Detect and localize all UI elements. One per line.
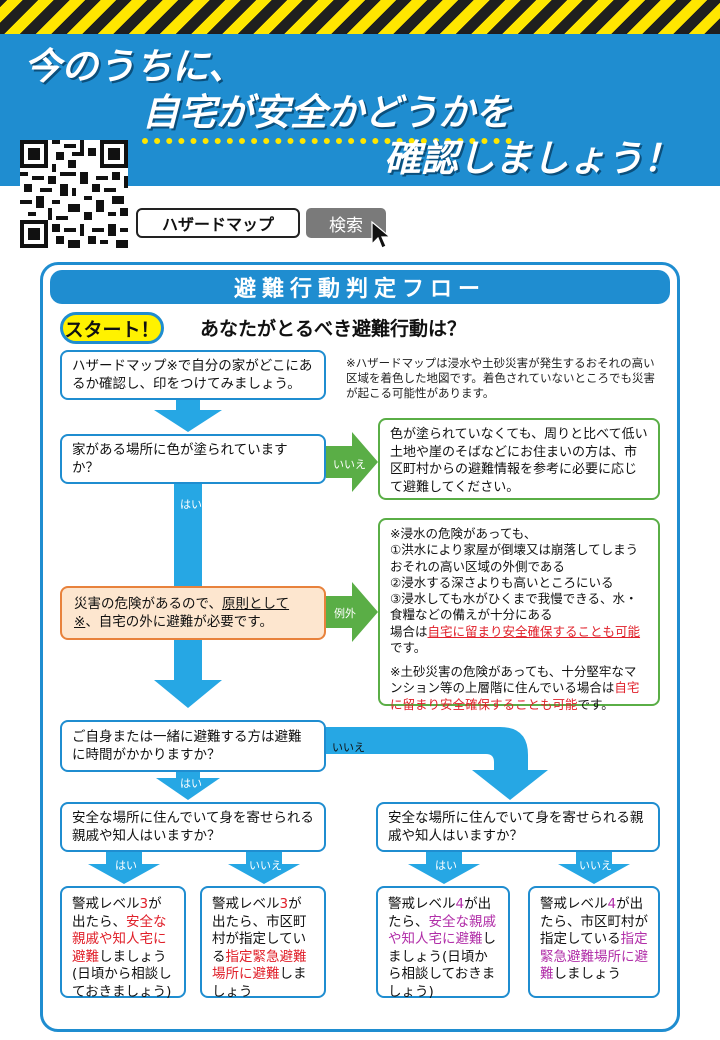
step1-box: ハザードマップ※で自分の家がどこにあるか確認し、印をつけてみましょう。 xyxy=(60,350,326,400)
start-badge: スタート！ xyxy=(60,312,164,344)
qr-code[interactable] xyxy=(20,140,128,248)
flow-question: あなたがとるべき避難行動は？ xyxy=(200,318,467,340)
panel-title: 避難行動判定フロー xyxy=(50,270,670,304)
exception-case-end: です。 xyxy=(390,639,427,655)
step4-yes-label: はい xyxy=(180,777,202,790)
step5-right-no-label: いいえ xyxy=(579,859,612,872)
arrow-right-no xyxy=(558,852,630,884)
step5-right-yes-label: はい xyxy=(435,859,457,872)
exception-case-red: 自宅に留まり安全確保することも可能 xyxy=(427,623,641,639)
result-1-highlight: 安全な親戚や知人宅に避難 xyxy=(72,913,167,965)
exception-case-a: 場合は xyxy=(390,623,428,639)
arrow-down-2 xyxy=(174,484,202,586)
step3-box: 災害の危険があるので、原則として※、自宅の外に避難が必要です。 xyxy=(60,586,326,640)
result-3-b: が出たら、 xyxy=(388,896,492,930)
arrow-down-1 xyxy=(154,400,222,432)
result-3-level: 4 xyxy=(455,896,465,912)
result-2-b: が出たら、市区町村が指定している xyxy=(212,896,307,965)
exception-intro: ※浸水の危険があっても、 xyxy=(390,526,537,541)
exception-item-2: ②浸水する深さよりも高いところにいる xyxy=(390,574,614,590)
headline-line-3: 確認しましょう！ xyxy=(384,137,680,180)
step2-no-result-text: 色が塗られていなくても、周りと比べて低い土地や崖のそばなどにお住まいの方は、市区… xyxy=(390,427,648,495)
exception-item-1: ①洪水により家屋が倒壊又は崩落してしまうおそれの高い区域の外側である xyxy=(390,542,639,574)
step2-no-label: いいえ xyxy=(333,458,366,471)
step2-yes-label: はい xyxy=(180,498,202,511)
result-3-c: しましょう(日頃から相談しておきましょう) xyxy=(388,931,496,1000)
result-2-c: しましょう xyxy=(212,966,307,1000)
exception-landslide-end: です。 xyxy=(577,696,614,712)
result-level3-relatives: 警戒レベル3が出たら、安全な親戚や知人宅に避難しましょう(日頃から相談しておきま… xyxy=(60,886,186,1000)
result-3-highlight: 安全な親戚や知人宅に避難 xyxy=(388,913,496,948)
result-4-a: 警戒レベル xyxy=(540,896,608,912)
result-4-highlight: 指定緊急避難場所に避難 xyxy=(540,931,648,983)
step5-left-box: 安全な場所に住んでいて身を寄せられる親戚や知人はいますか？ xyxy=(60,802,326,852)
exception-landslide: ※土砂災害の危険があっても、十分堅牢なマンション等の上層階に住んでいる場合は自宅… xyxy=(390,664,648,713)
exception-label: 例外 xyxy=(334,607,356,620)
step5-right-text: 安全な場所に住んでいて身を寄せられる親戚や知人はいますか？ xyxy=(388,809,644,844)
exception-landslide-red: 自宅に留まり安全確保することも可能 xyxy=(390,680,640,712)
step5-left-yes-label: はい xyxy=(115,859,137,872)
exception-landslide-a: ※土砂災害の危険があっても、十分堅牢なマンション等の上層階に住んでいる場合は xyxy=(390,664,637,696)
result-1-a: 警戒レベル xyxy=(72,896,140,912)
hazard-map-note: ※ハザードマップは浸水や土砂災害が発生するおそれの高い区域を着色した地図です。着… xyxy=(346,356,656,400)
step2-box: 家がある場所に色が塗られていますか？ xyxy=(60,434,326,484)
result-4-level: 4 xyxy=(607,896,617,912)
search-input[interactable]: ハザードマップ xyxy=(136,208,300,238)
arrow-right-yes xyxy=(408,852,480,884)
mouse-cursor-icon xyxy=(371,220,392,249)
arrow-down-3 xyxy=(154,640,222,708)
result-4-c: しましょう xyxy=(553,966,622,983)
step4-no-label: いいえ xyxy=(332,741,365,754)
arrow-left-no xyxy=(228,852,300,884)
exception-item-3: ③浸水しても水がひくまで我慢できる、水・食糧などの備えが十分にある xyxy=(390,591,638,623)
headline-line-1: 今のうちに、 xyxy=(24,45,245,88)
result-1-c: しましょう(日頃から相談しておきましょう) xyxy=(72,948,172,1000)
arrow-green-exception xyxy=(326,582,378,642)
arrow-green-no xyxy=(326,432,378,492)
qr-code-graphic xyxy=(20,140,128,248)
step4-text: ご自身または一緒に避難する方は避難に時間がかかりますか？ xyxy=(72,728,302,763)
step1-text: ハザードマップ※で自分の家がどこにあるか確認し、印をつけてみましょう。 xyxy=(72,357,313,392)
step5-left-no-label: いいえ xyxy=(249,859,282,872)
result-level4-relatives: 警戒レベル4が出たら、安全な親戚や知人宅に避難しましょう(日頃から相談しておきま… xyxy=(376,886,510,1000)
step2-text: 家がある場所に色が塗られていますか？ xyxy=(72,441,288,476)
exception-box: ※浸水の危険があっても、 ①洪水により家屋が倒壊又は崩落してしまうおそれの高い区… xyxy=(378,518,660,712)
step4-box: ご自身または一緒に避難する方は避難に時間がかかりますか？ xyxy=(60,720,326,772)
result-4-b: が出たら、市区町村が指定している xyxy=(540,896,648,948)
step3-text: 災害の危険があるので、原則として※、自宅の外に避難が必要です。 xyxy=(74,595,312,631)
result-2-highlight: 指定緊急避難場所に避難 xyxy=(212,948,307,983)
exception-case: 場合は自宅に留まり安全確保することも可能です。 xyxy=(390,624,648,657)
step3-text-b: 原則として※ xyxy=(74,595,290,630)
step3-text-a: 災害の危険があるので、 xyxy=(74,595,222,612)
result-2-a: 警戒レベル xyxy=(212,896,280,912)
result-level4-shelter: 警戒レベル4が出たら、市区町村が指定している指定緊急避難場所に避難しましょう xyxy=(528,886,660,998)
result-level3-shelter: 警戒レベル3が出たら、市区町村が指定している指定緊急避難場所に避難しましょう xyxy=(200,886,326,1000)
arrow-left-yes xyxy=(88,852,160,884)
result-1-level: 3 xyxy=(139,896,149,912)
headline-line-2: 自宅が安全かどうかを xyxy=(142,82,512,144)
step2-no-result: 色が塗られていなくても、周りと比べて低い土地や崖のそばなどにお住まいの方は、市区… xyxy=(378,418,660,500)
step3-text-c: 、自宅の外に避難が必要です。 xyxy=(85,614,273,630)
step5-left-text: 安全な場所に住んでいて身を寄せられる親戚や知人はいますか？ xyxy=(72,809,314,844)
arrow-down-4 xyxy=(156,772,220,800)
hazard-stripe-banner xyxy=(0,0,720,34)
result-3-a: 警戒レベル xyxy=(388,896,456,912)
result-1-b: が出たら、 xyxy=(72,896,162,930)
arrow-right-branch xyxy=(326,727,548,800)
result-2-level: 3 xyxy=(279,896,289,912)
step5-right-box: 安全な場所に住んでいて身を寄せられる親戚や知人はいますか？ xyxy=(376,802,660,852)
